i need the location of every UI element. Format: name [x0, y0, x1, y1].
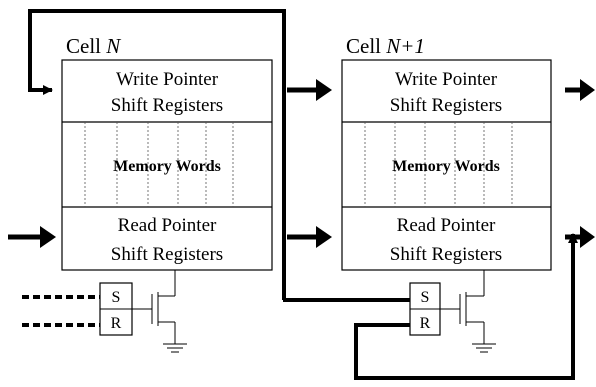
- cell-n1-memory-label: Memory Words: [392, 158, 500, 175]
- arrows: [8, 79, 595, 248]
- cell-n-plus-1: Cell N+1 Write Pointer Shift Registers M…: [341, 34, 552, 353]
- cell-n: Cell N Write Pointer Shift Registers Mem…: [22, 34, 273, 353]
- read-loop-wire: [354, 233, 578, 380]
- arrow-into-cell-n-read: [8, 226, 56, 248]
- cell-n-latch-s: S: [112, 289, 121, 306]
- cell-n1-outline: [341, 59, 552, 271]
- arrow-out-write: [565, 79, 595, 101]
- cell-n-title: Cell N: [66, 34, 121, 58]
- cell-n1-read-line2: Shift Registers: [390, 244, 502, 265]
- cell-n1-ground-icon: [472, 343, 496, 353]
- cell-n-write-line1: Write Pointer: [116, 69, 219, 90]
- cell-n-read-line1: Read Pointer: [118, 215, 217, 236]
- cell-n-latch-r: R: [111, 315, 122, 332]
- cell-n1-latch-s: S: [421, 289, 430, 306]
- cell-n1-latch-r: R: [420, 315, 431, 332]
- cell-n-outline: [61, 59, 273, 271]
- cell-n-write-line2: Shift Registers: [111, 95, 223, 116]
- cell-n1-title: Cell N+1: [346, 34, 425, 58]
- write-feed-loop-wire: [28, 9, 286, 300]
- cell-n1-write-line1: Write Pointer: [395, 69, 498, 90]
- cell-n-memory-label: Memory Words: [113, 158, 221, 175]
- cell-n-ground-icon: [163, 343, 187, 353]
- arrow-out-read: [565, 226, 595, 248]
- cell-n-read-line2: Shift Registers: [111, 244, 223, 265]
- cell-n1-write-line2: Shift Registers: [390, 95, 502, 116]
- cell-n-transistor: [132, 270, 176, 344]
- cell-n1-transistor: [440, 270, 485, 344]
- cell-n1-read-line1: Read Pointer: [397, 215, 496, 236]
- arrow-between-write: [287, 79, 332, 101]
- arrow-between-read: [287, 226, 332, 248]
